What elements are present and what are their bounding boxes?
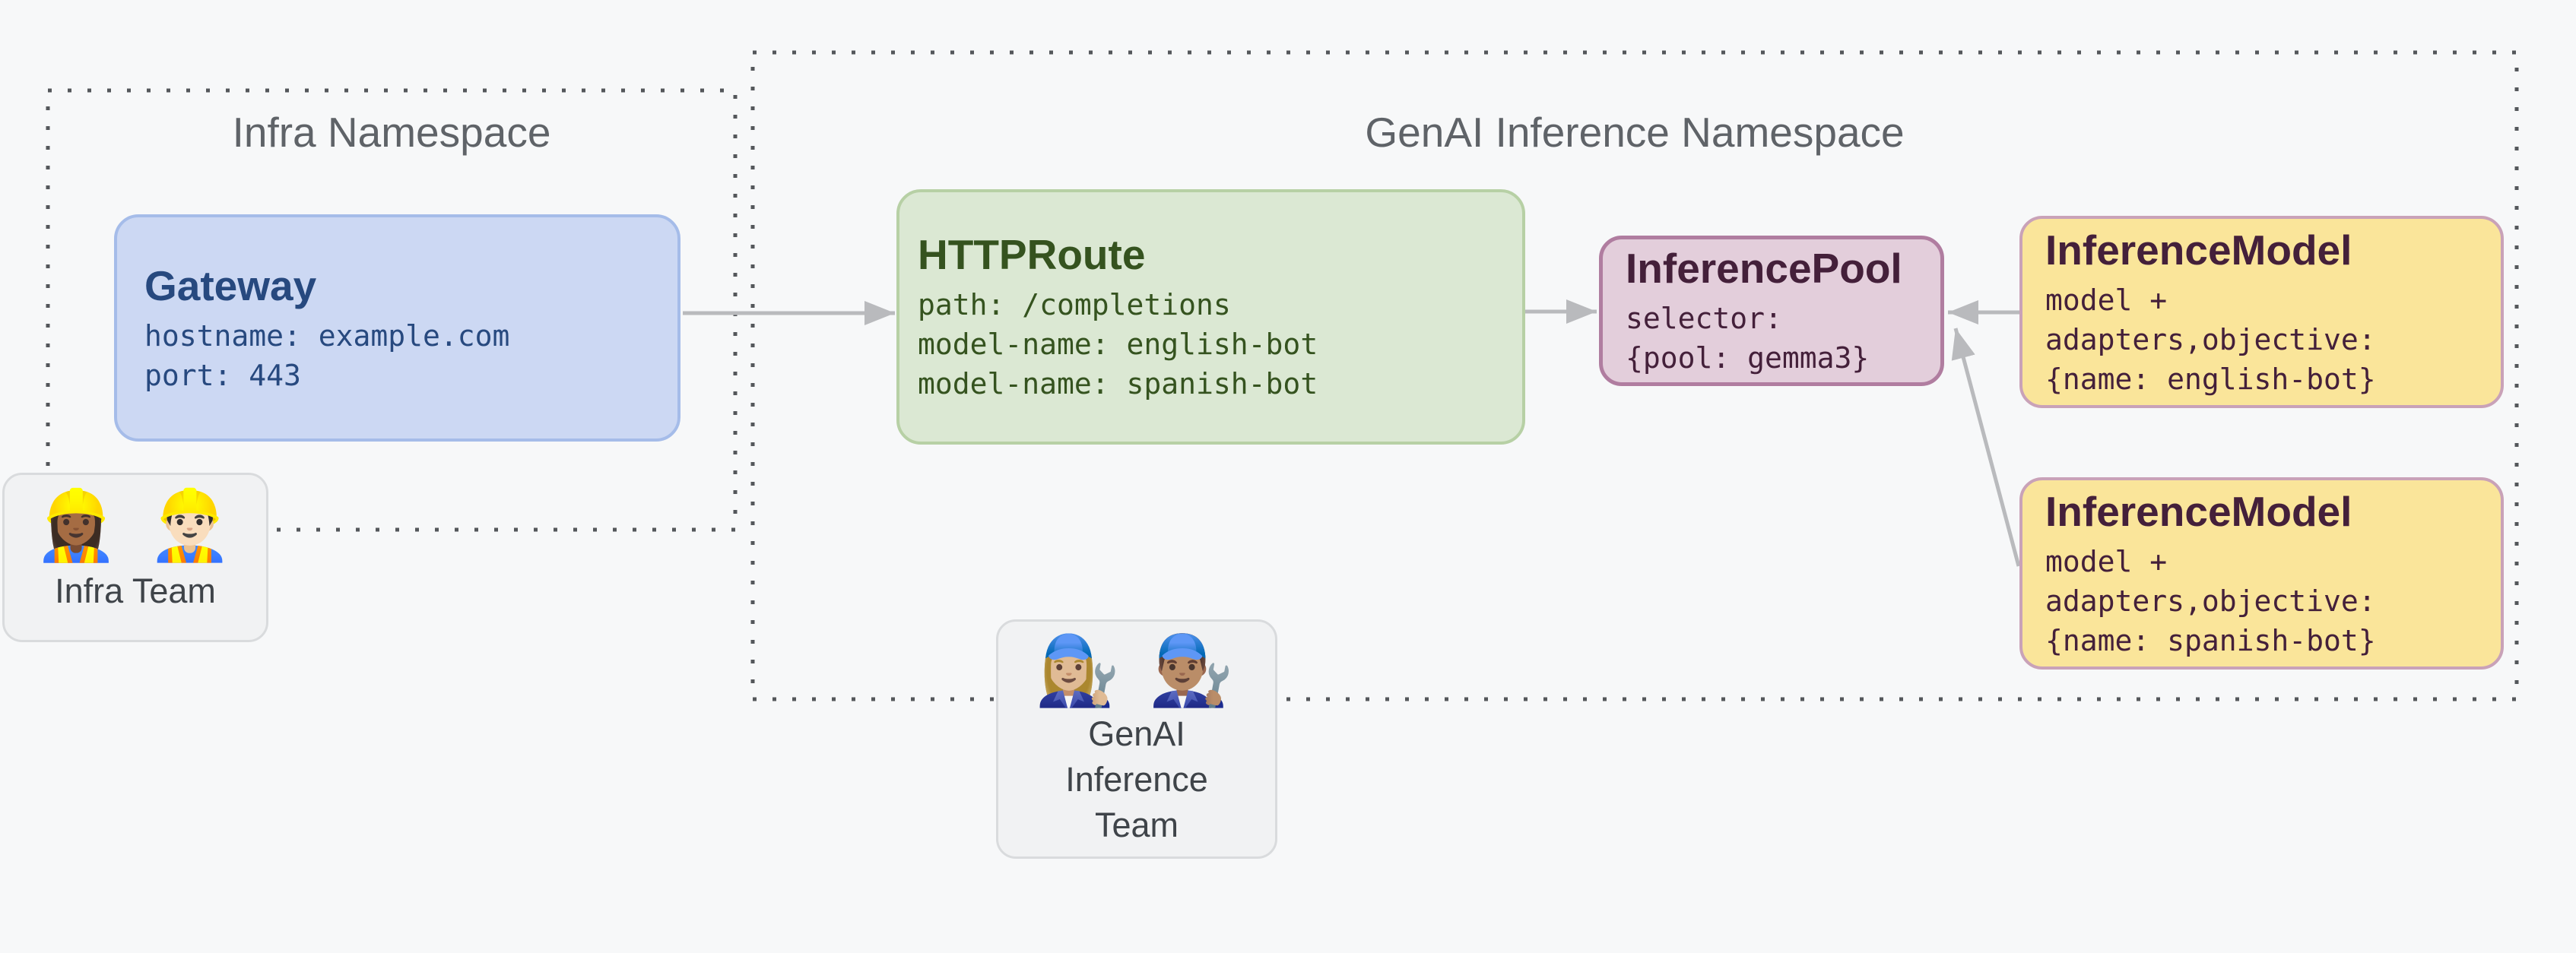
gateway-port-line: port: 443 xyxy=(144,358,301,392)
infra-team-label: Infra Team xyxy=(55,571,216,610)
genai-namespace-title: GenAI Inference Namespace xyxy=(1365,109,1905,156)
inferencepool-pool-line: {pool: gemma3} xyxy=(1626,341,1870,375)
inferencemodel-english-model-line: model + xyxy=(2045,283,2168,317)
inferencemodel-spanish-adapters-line: adapters,objective: xyxy=(2045,584,2376,618)
inferencepool-node: InferencePool selector: {pool: gemma3} xyxy=(1599,236,1944,386)
inferencemodel-english-node: InferenceModel model + adapters,objectiv… xyxy=(2019,216,2504,408)
httproute-model-english-line: model-name: english-bot xyxy=(918,328,1318,361)
genai-team-label-line1: GenAI xyxy=(1088,714,1185,753)
infra-namespace-title: Infra Namespace xyxy=(232,109,551,156)
gateway-node: Gateway hostname: example.com port: 443 xyxy=(114,214,680,442)
inferencemodel-english-adapters-line: adapters,objective: xyxy=(2045,322,2376,356)
httproute-model-spanish-line: model-name: spanish-bot xyxy=(918,367,1318,401)
inferencepool-node-title: InferencePool xyxy=(1626,245,1902,292)
infra-team-card: 👷🏾‍♀️ 👷🏻‍♂️ Infra Team xyxy=(2,473,268,642)
genai-inference-team-card: 👩🏼‍🔧 👨🏽‍🔧 GenAI Inference Team xyxy=(996,619,1277,859)
arrow-inferencemodel-spanish-to-inferencepool xyxy=(1951,328,2021,567)
inferencemodel-spanish-model-line: model + xyxy=(2045,544,2168,578)
genai-team-label-line3: Team xyxy=(1094,806,1179,844)
inferencemodel-spanish-node-title: InferenceModel xyxy=(2045,487,2352,535)
inferencemodel-spanish-name-line: {name: spanish-bot} xyxy=(2045,623,2376,657)
inferencepool-selector-line: selector: xyxy=(1626,302,1782,335)
gateway-hostname-line: hostname: example.com xyxy=(144,318,510,353)
genai-team-label-line2: Inference xyxy=(1065,760,1208,799)
inferencemodel-english-name-line: {name: english-bot} xyxy=(2045,362,2376,396)
mechanic-emojis: 👩🏼‍🔧 👨🏽‍🔧 xyxy=(1035,633,1239,709)
httproute-node-title: HTTPRoute xyxy=(918,231,1146,278)
inferencemodel-spanish-node: InferenceModel model + adapters,objectiv… xyxy=(2019,477,2504,670)
httproute-path-line: path: /completions xyxy=(918,288,1231,321)
inferencemodel-english-node-title: InferenceModel xyxy=(2045,226,2352,274)
construction-worker-emojis: 👷🏾‍♀️ 👷🏻‍♂️ xyxy=(33,488,237,564)
httproute-node: HTTPRoute path: /completions model-name:… xyxy=(896,189,1525,445)
gateway-node-title: Gateway xyxy=(144,261,317,309)
